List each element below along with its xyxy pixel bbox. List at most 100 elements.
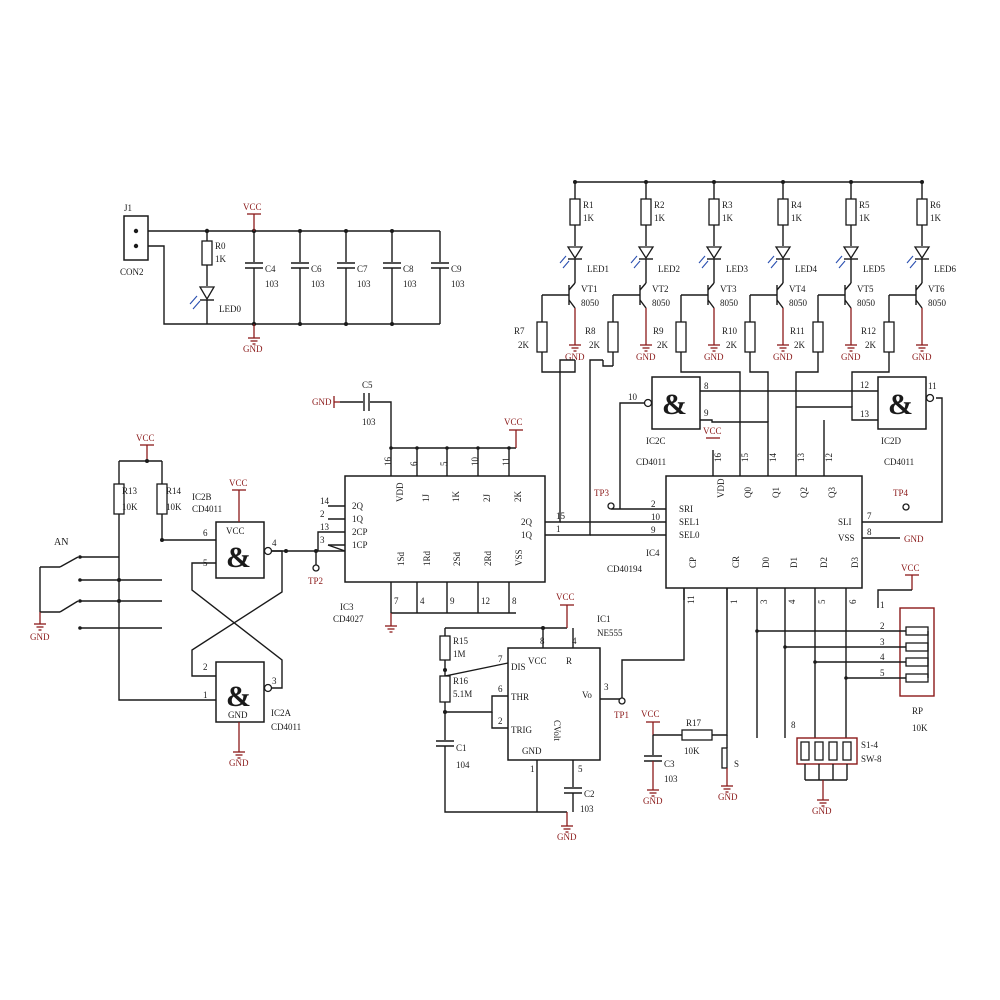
svg-text:103: 103	[403, 279, 417, 289]
gnd-label: GND	[841, 352, 861, 362]
ic4-pin-label: SEL1	[679, 517, 700, 527]
svg-text:C9: C9	[451, 264, 462, 274]
transistor-type: 8050	[857, 298, 876, 308]
ic4-pin-label: D3	[850, 557, 860, 568]
svg-text:TRIG: TRIG	[511, 725, 532, 735]
led-label: LED2	[658, 264, 680, 274]
led-driver-section: R11KLED1VT18050GNDR72KR21KLED2VT28050GND…	[514, 180, 956, 422]
led-icon	[705, 246, 723, 260]
svg-text:6: 6	[203, 528, 208, 538]
dip-ref: S1-4	[861, 740, 879, 750]
svg-text:GND: GND	[229, 758, 249, 768]
connector-name: CON2	[120, 267, 144, 277]
led0-icon	[198, 286, 216, 301]
dip-lever[interactable]	[800, 741, 810, 761]
connector-ref: J1	[124, 203, 132, 213]
svg-text:S: S	[734, 759, 739, 769]
rp-pin-num: 2	[880, 621, 885, 631]
svg-text:C8: C8	[403, 264, 414, 274]
resistor-ref: R10	[722, 326, 738, 336]
svg-text:103: 103	[265, 279, 279, 289]
ic3-pin-label: 1CP	[352, 540, 368, 550]
svg-text:R0: R0	[215, 241, 226, 251]
tp2-icon[interactable]	[312, 564, 320, 572]
resistor-ref: R7	[514, 326, 525, 336]
switch-lever-top[interactable]	[59, 556, 79, 568]
led-icon	[842, 246, 860, 260]
svg-text:10: 10	[628, 392, 638, 402]
ic3-pin-label: 2Q	[521, 517, 533, 527]
svg-text:R14: R14	[166, 486, 182, 496]
ic4-pin-label: Q1	[771, 487, 781, 498]
tp4-icon[interactable]	[902, 503, 910, 511]
resistor-r10	[744, 321, 756, 353]
ic3-pin-num: 9	[450, 596, 455, 606]
ic4-pin-label: Q0	[743, 487, 753, 498]
tp1-icon[interactable]	[618, 697, 626, 705]
svg-text:104: 104	[456, 760, 470, 770]
tp3-icon[interactable]	[607, 502, 615, 510]
led-icon	[637, 246, 655, 260]
reset-switch[interactable]	[721, 747, 728, 769]
svg-text:C1: C1	[456, 743, 467, 753]
ne555-ref: IC1	[597, 614, 611, 624]
dip-lever[interactable]	[814, 741, 824, 761]
debounce-vcc-label: VCC	[136, 433, 155, 443]
svg-text:GND: GND	[812, 806, 832, 816]
resistor-value: 1K	[583, 213, 595, 223]
svg-text:5.1M: 5.1M	[453, 689, 472, 699]
switch-lever-bottom[interactable]	[59, 600, 79, 613]
debounce-section: VCC R13 10K R14 10K AN	[30, 433, 345, 768]
ic4-pin-label: VSS	[838, 533, 855, 543]
svg-text:Vo: Vo	[582, 690, 592, 700]
resistor-r12	[883, 321, 895, 353]
resistor-ref: R1	[583, 200, 594, 210]
ic2d-ref: IC2D	[881, 436, 902, 446]
transistor-type: 8050	[928, 298, 947, 308]
svg-text:3: 3	[272, 676, 277, 686]
ic3-pin-label: 1J	[421, 494, 431, 503]
svg-text:10K: 10K	[166, 502, 182, 512]
ic3-pin-num: 5	[439, 461, 449, 466]
svg-text:&: &	[226, 680, 251, 713]
svg-text:3: 3	[604, 682, 609, 692]
ic3-pin-num: 1	[556, 524, 561, 534]
ic3-pin-label: 2K	[513, 491, 523, 503]
ic3-pin-label: 1Q	[521, 530, 533, 540]
resistor-value: 1K	[930, 213, 942, 223]
dip-lever[interactable]	[842, 741, 852, 761]
ic4-pin-label: SLI	[838, 517, 852, 527]
resistor-ref: R8	[585, 326, 596, 336]
resistor-value: 2K	[865, 340, 877, 350]
resistor-ref: R11	[790, 326, 805, 336]
ne555-box	[507, 647, 601, 761]
ic4-pin-num: 3	[759, 599, 769, 604]
ic3-pin-num: 16	[383, 457, 393, 467]
ic4-pin-label: CP	[688, 557, 698, 568]
svg-text:11: 11	[928, 381, 937, 391]
transistor-type: 8050	[652, 298, 671, 308]
led-icon	[566, 246, 584, 260]
dip-lever[interactable]	[828, 741, 838, 761]
led-label: LED4	[795, 264, 817, 274]
ic3-pin-label: 1Sd	[396, 551, 406, 566]
ic3-pin-num: 13	[320, 522, 330, 532]
svg-text:R15: R15	[453, 636, 469, 646]
ic3-pin-label: 2CP	[352, 527, 368, 537]
resistor-pack-rp	[899, 607, 935, 697]
svg-text:GND: GND	[522, 746, 542, 756]
transistor-ref: VT6	[928, 284, 945, 294]
resistor-value: 1K	[859, 213, 871, 223]
gnd-label: GND	[704, 352, 724, 362]
resistor-r3	[708, 198, 720, 226]
ic2a-ref: IC2A	[271, 708, 292, 718]
ic3-pin-num: 4	[420, 596, 425, 606]
svg-text:VCC: VCC	[556, 592, 575, 602]
transistor-ref: VT2	[652, 284, 669, 294]
svg-text:13: 13	[860, 409, 870, 419]
svg-text:GND: GND	[904, 534, 924, 544]
resistor-value: 2K	[518, 340, 530, 350]
